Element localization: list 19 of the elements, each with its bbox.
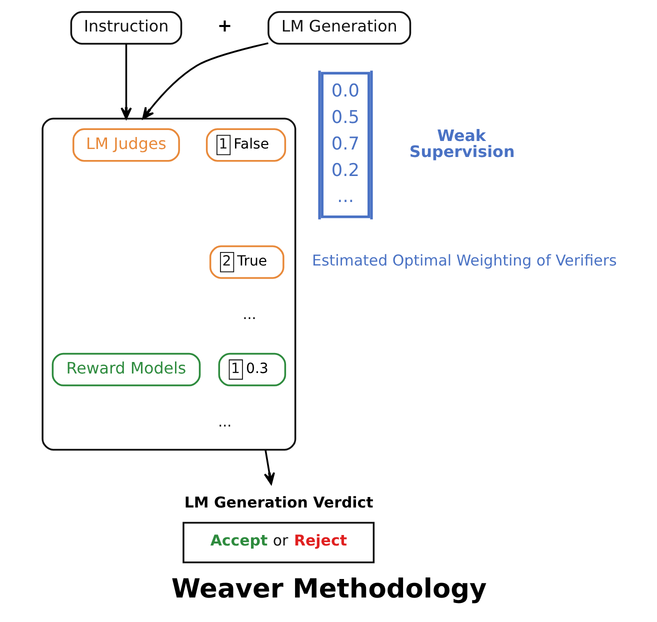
node-box: LM Judges (72, 128, 180, 162)
arrow (142, 42, 268, 120)
node-box: 1 0.3 (218, 352, 286, 386)
diagram-title: Weaver Methodology (170, 574, 486, 605)
arrow (120, 44, 132, 120)
node-label: LM Generation Verdict (184, 493, 373, 512)
cluster (41, 118, 296, 451)
node-box: 2 True (208, 245, 284, 279)
label: ... (218, 414, 232, 431)
node-box: Reward Models (51, 352, 200, 386)
node-box: LM Generation (267, 11, 411, 45)
node-box: Instruction (70, 11, 182, 45)
label: Estimated Optimal Weighting of Verifiers (312, 252, 616, 270)
node-box: Accept or Reject (182, 522, 374, 564)
label: Weak Supervision (408, 126, 514, 161)
label: ... (242, 307, 256, 324)
label: + (216, 16, 232, 36)
arrow (263, 450, 274, 485)
node-box: 1 False (205, 128, 286, 162)
